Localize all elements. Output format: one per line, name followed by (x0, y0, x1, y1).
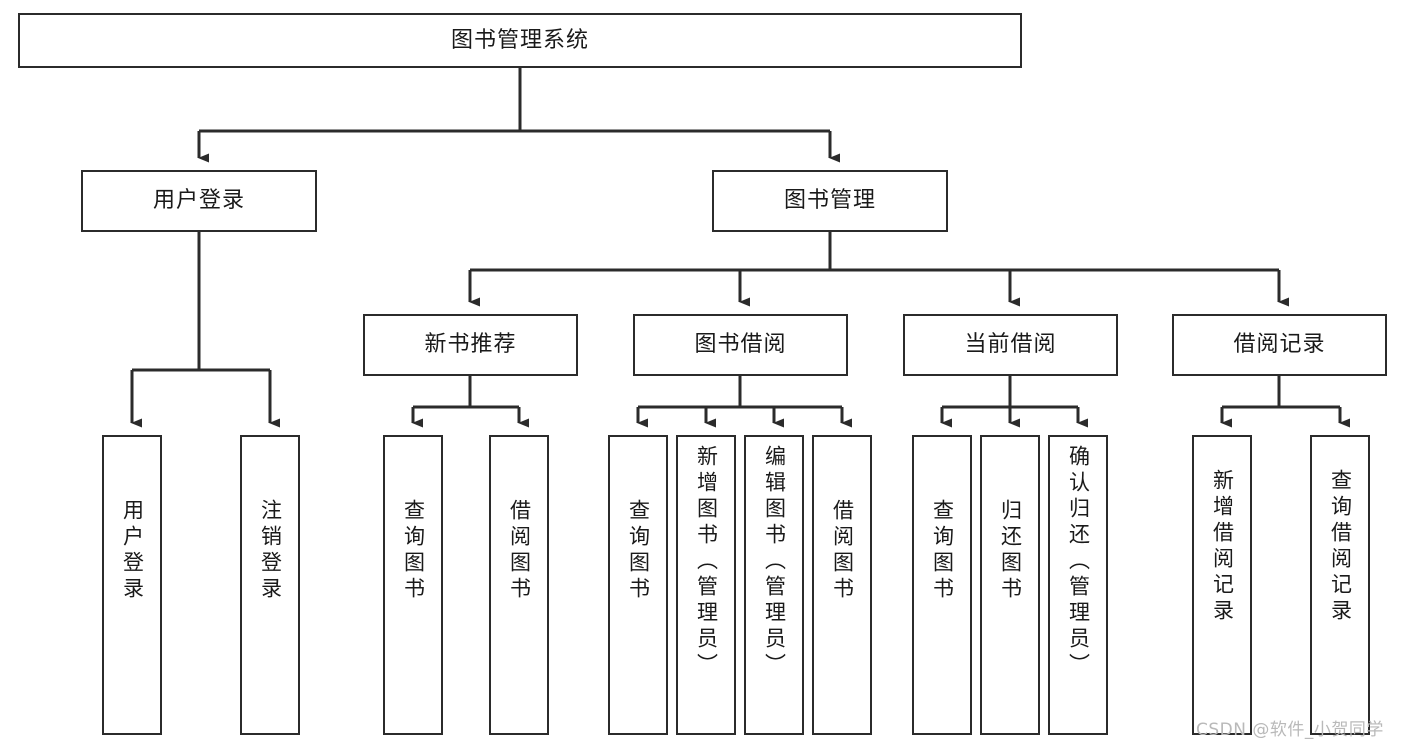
node-book-borrow-label: 图书借阅 (694, 332, 787, 358)
node-leaf-return-book-label: 归还图书 (998, 499, 1023, 603)
node-leaf-borrow-book-1-label: 借阅图书 (507, 499, 532, 603)
node-current-borrow[interactable]: 当前借阅 (903, 314, 1118, 376)
node-leaf-borrow-book-1[interactable]: 借阅图书 (489, 435, 549, 735)
node-leaf-query-record-label: 查询借阅记录 (1328, 469, 1353, 625)
node-leaf-return-book[interactable]: 归还图书 (980, 435, 1040, 735)
node-leaf-query-book-2[interactable]: 查询图书 (608, 435, 668, 735)
node-borrow-record-label: 借阅记录 (1233, 332, 1326, 358)
node-leaf-query-book-3-label: 查询图书 (930, 499, 955, 603)
node-leaf-query-book-1[interactable]: 查询图书 (383, 435, 443, 735)
node-leaf-user-logout-label: 注销登录 (258, 499, 283, 603)
node-leaf-edit-book[interactable]: 编辑图书（管理员） (744, 435, 804, 735)
node-book-manage[interactable]: 图书管理 (712, 170, 948, 232)
node-root-label: 图书管理系统 (450, 27, 589, 53)
node-leaf-query-book-2-label: 查询图书 (626, 499, 651, 603)
node-root[interactable]: 图书管理系统 (18, 13, 1022, 68)
node-leaf-add-record[interactable]: 新增借阅记录 (1192, 435, 1252, 735)
node-leaf-edit-book-label: 编辑图书（管理员） (762, 445, 787, 679)
node-leaf-query-book-1-label: 查询图书 (401, 499, 426, 603)
node-book-borrow[interactable]: 图书借阅 (633, 314, 848, 376)
node-leaf-add-book[interactable]: 新增图书（管理员） (676, 435, 736, 735)
node-leaf-borrow-book-2-label: 借阅图书 (830, 499, 855, 603)
node-leaf-user-logout[interactable]: 注销登录 (240, 435, 300, 735)
node-leaf-confirm-return-label: 确认归还（管理员） (1066, 445, 1091, 679)
node-leaf-borrow-book-2[interactable]: 借阅图书 (812, 435, 872, 735)
node-leaf-user-login[interactable]: 用户登录 (102, 435, 162, 735)
node-new-book-rec[interactable]: 新书推荐 (363, 314, 578, 376)
node-leaf-add-record-label: 新增借阅记录 (1210, 469, 1235, 625)
node-current-borrow-label: 当前借阅 (964, 332, 1057, 358)
node-borrow-record[interactable]: 借阅记录 (1172, 314, 1387, 376)
node-user-login[interactable]: 用户登录 (81, 170, 317, 232)
node-leaf-add-book-label: 新增图书（管理员） (694, 445, 719, 679)
node-leaf-user-login-label: 用户登录 (120, 499, 145, 603)
node-book-manage-label: 图书管理 (783, 188, 876, 214)
node-user-login-label: 用户登录 (152, 188, 245, 214)
node-new-book-rec-label: 新书推荐 (424, 332, 517, 358)
node-leaf-query-book-3[interactable]: 查询图书 (912, 435, 972, 735)
node-leaf-query-record[interactable]: 查询借阅记录 (1310, 435, 1370, 735)
node-leaf-confirm-return[interactable]: 确认归还（管理员） (1048, 435, 1108, 735)
